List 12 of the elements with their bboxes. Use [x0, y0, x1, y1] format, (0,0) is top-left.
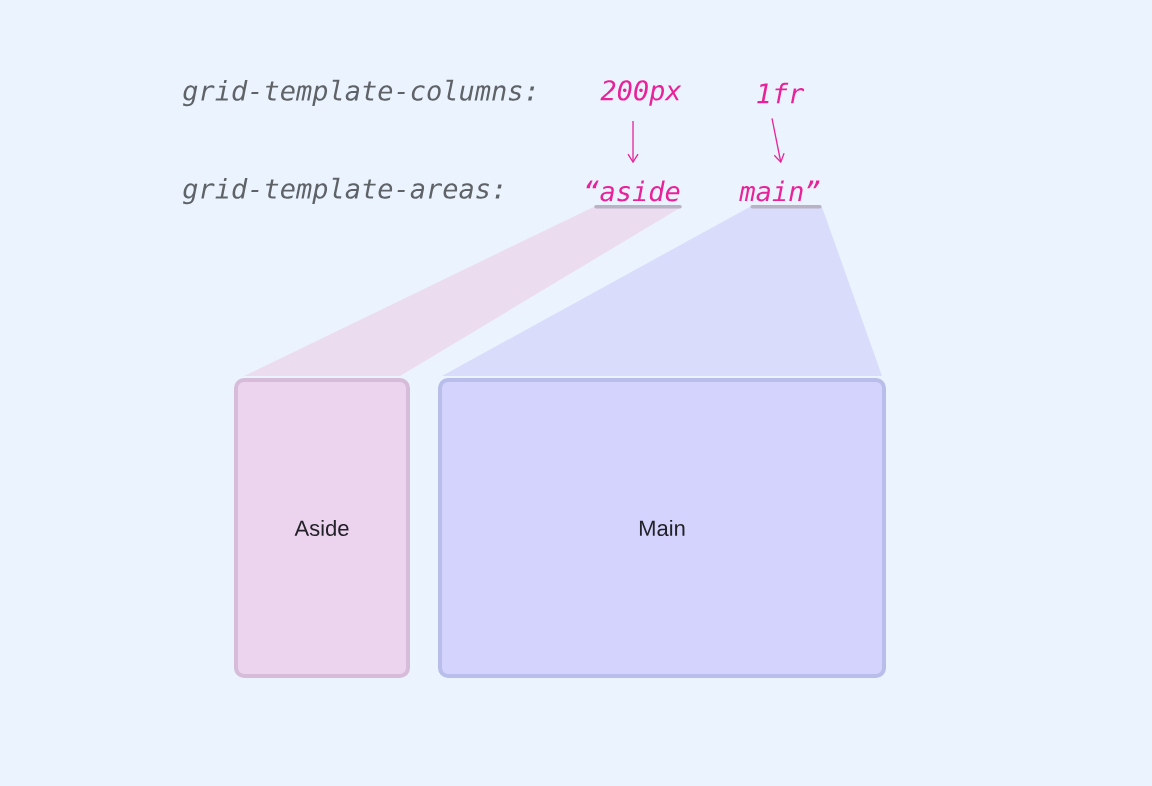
- arrow: [627, 120, 639, 164]
- projection-band: [244, 206, 682, 376]
- code-label: grid-template-columns:: [183, 79, 535, 107]
- grid-area-box: Main: [438, 378, 886, 678]
- arrow: [771, 117, 785, 164]
- code-label: grid-template-areas:: [183, 177, 502, 205]
- projection-band: [442, 206, 882, 376]
- code-value: main”: [739, 180, 820, 202]
- grid-area-box: Aside: [234, 378, 410, 678]
- code-value: 200px: [600, 80, 682, 106]
- code-value: “aside: [586, 180, 680, 202]
- code-value: 1fr: [757, 82, 805, 104]
